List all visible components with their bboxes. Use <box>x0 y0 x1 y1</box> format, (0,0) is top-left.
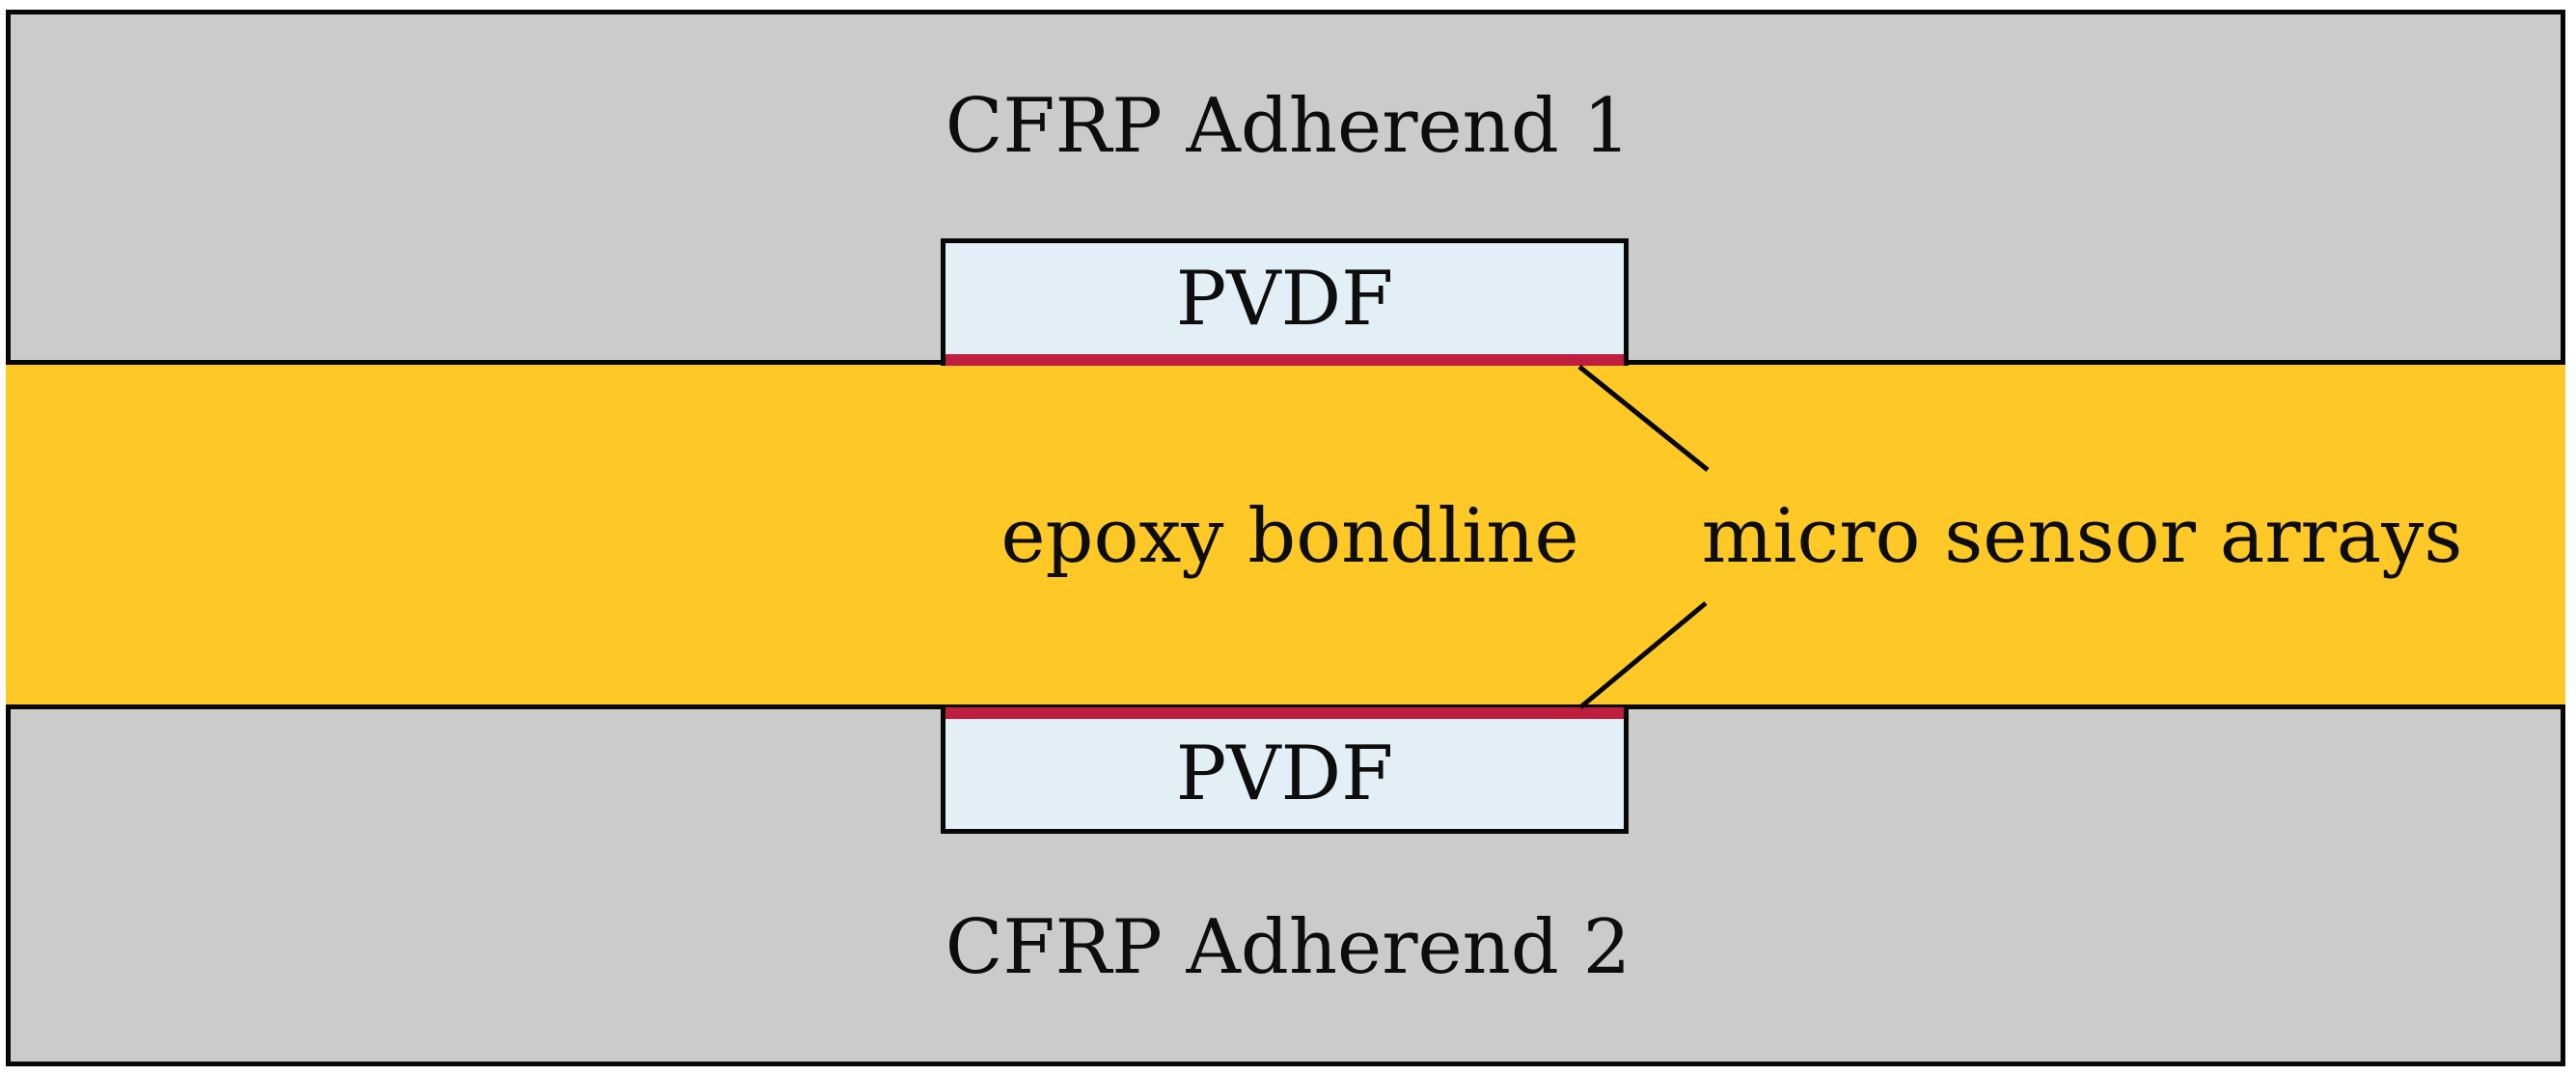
pvdf-top-box: PVDF <box>941 238 1629 366</box>
epoxy-bondline-layer <box>6 360 2565 709</box>
sensor-array-top <box>945 354 1624 366</box>
pvdf-top-body: PVDF <box>945 243 1624 354</box>
adherend-2-label: CFRP Adherend 2 <box>945 904 1631 991</box>
adherend-1-label: CFRP Adherend 1 <box>945 83 1631 170</box>
micro-sensor-arrays-label: micro sensor arrays <box>1701 493 2463 580</box>
pvdf-bottom-body: PVDF <box>945 719 1624 829</box>
sensor-array-bottom <box>945 707 1624 719</box>
pvdf-top-label: PVDF <box>1175 255 1394 343</box>
pvdf-bottom-box: PVDF <box>941 707 1629 834</box>
pvdf-bottom-label: PVDF <box>1175 731 1394 817</box>
epoxy-bondline-label: epoxy bondline <box>1000 493 1579 580</box>
